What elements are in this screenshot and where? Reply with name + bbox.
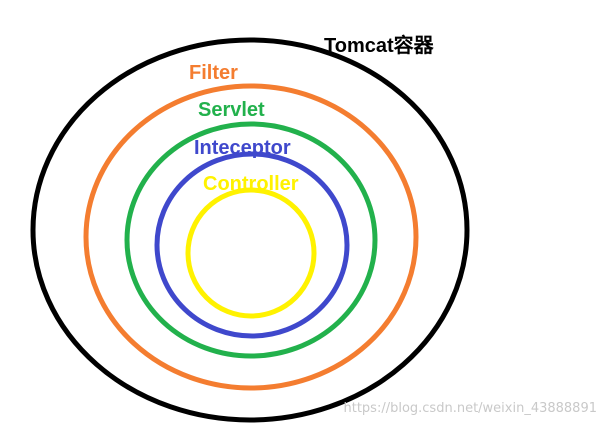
tomcat-container-ellipse	[30, 37, 470, 423]
interceptor-label: Inteceptor	[194, 137, 291, 159]
filter-ellipse	[83, 83, 419, 391]
servlet-label: Servlet	[198, 99, 265, 121]
interceptor-ellipse	[154, 151, 350, 339]
watermark-text: https://blog.csdn.net/weixin_43888891	[343, 401, 597, 416]
controller-ellipse	[185, 187, 317, 319]
controller-label: Controller	[203, 173, 299, 195]
servlet-ellipse	[124, 121, 378, 359]
filter-label: Filter	[189, 62, 238, 84]
tomcat-container-label: Tomcat容器	[324, 33, 435, 57]
